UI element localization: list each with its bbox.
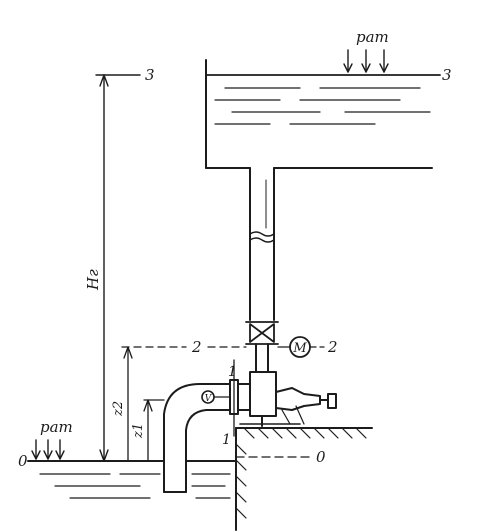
pressure-arrows-top [343,49,389,73]
upper-tank [205,59,433,169]
level-2-label-right: 2 [327,338,338,356]
dimension-z1 [143,399,165,462]
pressure-label-left: pат [40,418,73,436]
pump-body [239,371,337,427]
pump-outlet-pipe [255,343,269,373]
height-total-label: Hг [84,269,102,291]
vacuum-gauge-label: V [205,394,213,404]
gate-valve [245,321,279,345]
foundation-hatching [235,427,367,519]
level-0-label-left: 0 [18,452,28,470]
pressure-arrows-left [31,439,65,460]
level-2-label-left: 2 [191,338,202,356]
z1-label: z1 [131,423,146,439]
level-1-label-top: 1 [228,364,237,380]
dimension-hg [99,74,109,462]
pressure-label-top: pат [356,28,389,46]
level-1-label-bottom: 1 [222,432,231,448]
tank-water-hatching [214,87,431,125]
discharge-pipe [249,167,275,321]
dimension-z2 [123,346,133,462]
level-3-label-left: 3 [145,66,155,84]
z2-label: z2 [111,401,126,417]
manometer-label: M [292,341,307,356]
level-3-label-right: 3 [442,66,452,84]
level-0-label-right: 0 [316,448,326,466]
reservoir-water-hatching [39,473,231,499]
foundation [235,427,373,531]
